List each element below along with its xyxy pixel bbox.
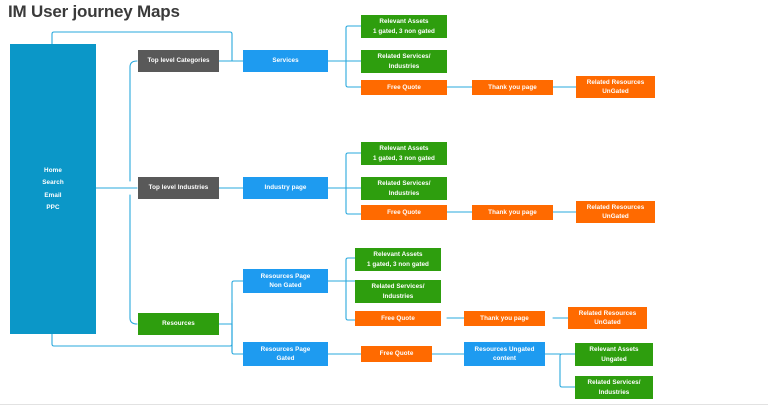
sidebar-panel[interactable]: Home Search Email PPC [10,44,96,334]
node-industries-relevant-assets[interactable]: Relevant Assets 1 gated, 3 non gated [361,142,447,165]
node-ungated-related-services[interactable]: Related Services/ Industries [575,376,653,399]
node-industry-page[interactable]: Industry page [243,177,328,199]
node-industries-free-quote[interactable]: Free Quote [361,205,447,220]
node-industries-thank-you-page[interactable]: Thank you page [472,205,553,220]
node-resources-ungated-content[interactable]: Resources Ungated content [464,342,545,366]
node-industries-related-resources-ungated[interactable]: Related Resources UnGated [576,201,655,223]
node-resources-thank-you-page[interactable]: Thank you page [464,311,545,326]
sidebar-item-ppc[interactable]: PPC [46,203,60,211]
node-top-level-categories[interactable]: Top level Categories [138,50,219,72]
node-categories-free-quote[interactable]: Free Quote [361,80,447,95]
node-resources-page-non-gated[interactable]: Resources Page Non Gated [243,269,328,293]
page-title: IM User journey Maps [8,2,180,21]
node-gated-free-quote[interactable]: Free Quote [361,346,432,362]
sidebar-item-search[interactable]: Search [42,179,64,187]
sidebar-item-email[interactable]: Email [44,191,62,199]
node-industries-related-services[interactable]: Related Services/ Industries [361,177,447,200]
node-top-level-industries[interactable]: Top level Industries [138,177,219,199]
node-categories-related-services[interactable]: Related Services/ Industries [361,50,447,73]
node-categories-relevant-assets[interactable]: Relevant Assets 1 gated, 3 non gated [361,15,447,38]
node-categories-thank-you-page[interactable]: Thank you page [472,80,553,95]
node-categories-related-resources-ungated[interactable]: Related Resources UnGated [576,76,655,98]
sidebar-item-home[interactable]: Home [44,167,62,175]
node-services[interactable]: Services [243,50,328,72]
node-ungated-relevant-assets[interactable]: Relevant Assets Ungated [575,343,653,366]
node-resources-relevant-assets[interactable]: Relevant Assets 1 gated, 3 non gated [355,248,441,271]
node-resources-related-services[interactable]: Related Services/ Industries [355,280,441,303]
node-resources-related-resources-ungated[interactable]: Related Resources UnGated [568,307,647,329]
node-resources[interactable]: Resources [138,313,219,335]
node-resources-page-gated[interactable]: Resources Page Gated [243,342,328,366]
node-resources-free-quote[interactable]: Free Quote [355,311,441,326]
